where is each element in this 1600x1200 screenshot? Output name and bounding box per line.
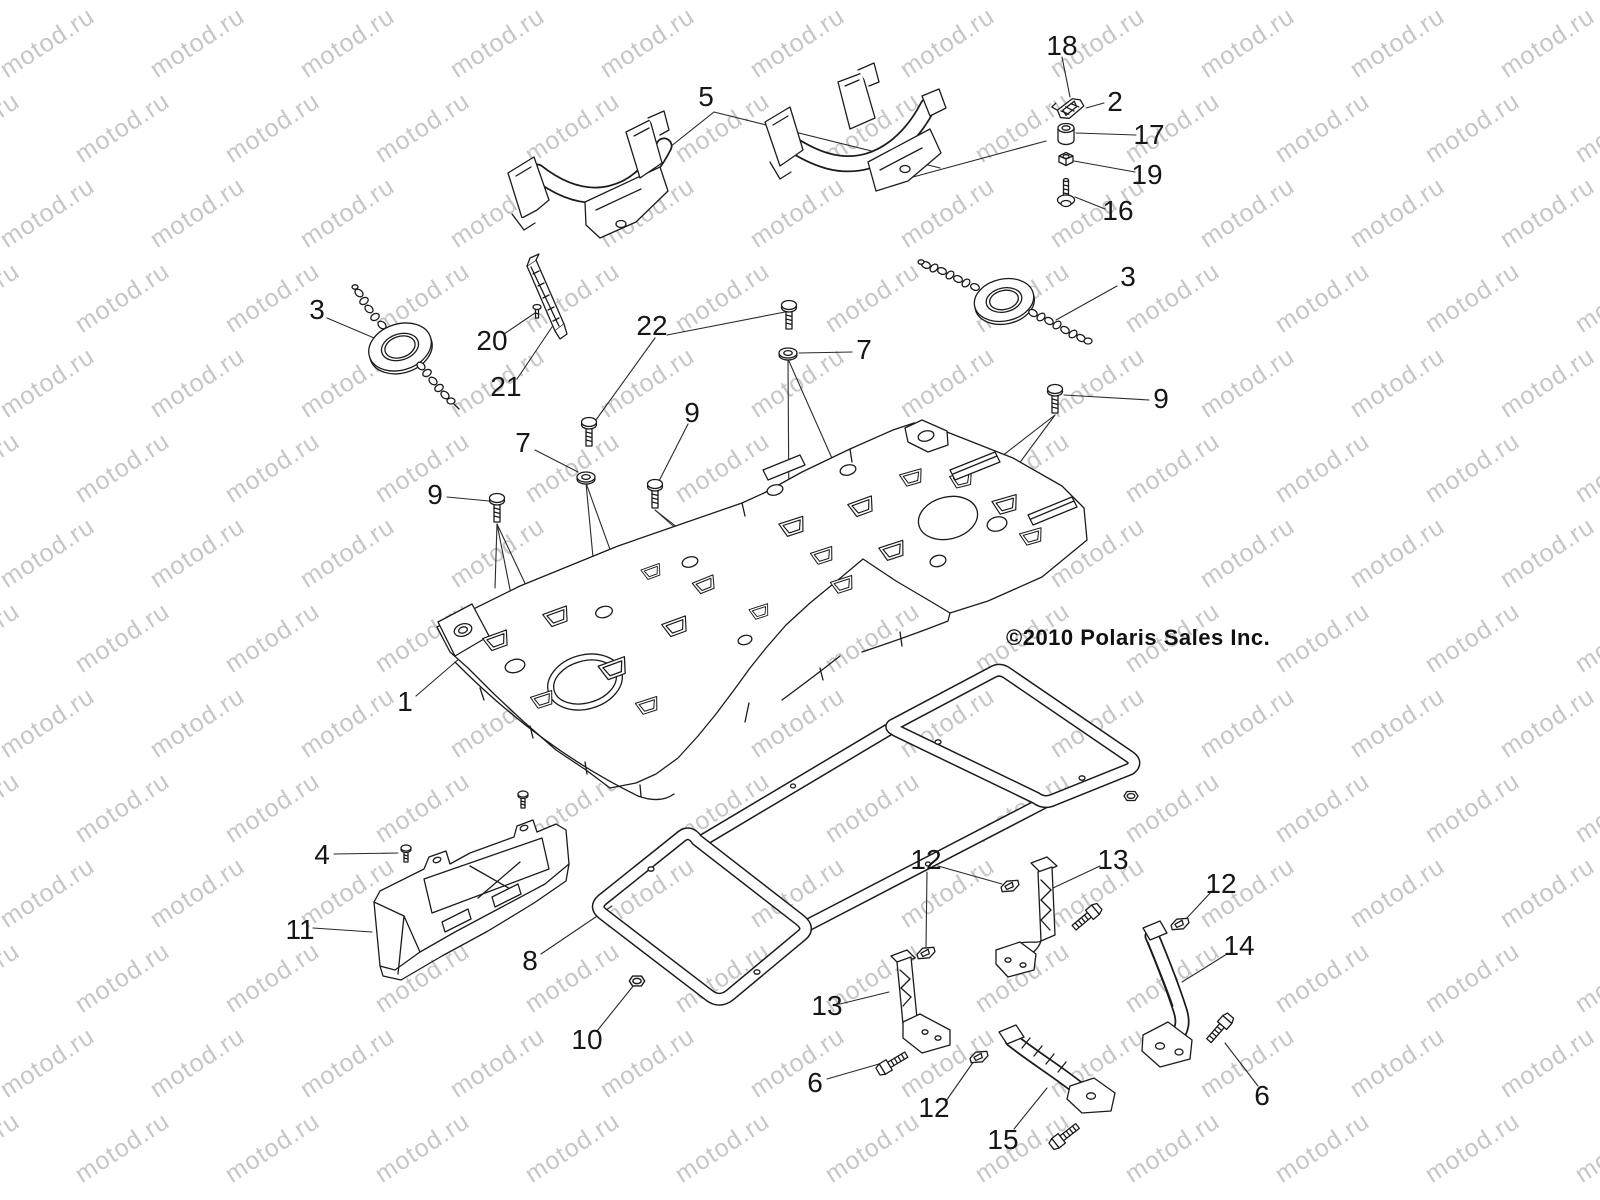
callout-label-16: 16 bbox=[1102, 195, 1134, 226]
part-frame-8 bbox=[591, 663, 1141, 1006]
callout-label-5: 5 bbox=[698, 81, 714, 112]
part-bracket-15 bbox=[998, 1024, 1116, 1114]
part-bracket-5-right bbox=[764, 62, 947, 192]
callout-label-9: 9 bbox=[427, 479, 443, 510]
callout-label-9: 9 bbox=[684, 397, 700, 428]
part-strap-3-left bbox=[351, 284, 460, 410]
callout-label-22: 22 bbox=[636, 310, 668, 341]
callout-label-11: 11 bbox=[285, 914, 315, 945]
callout-label-9: 9 bbox=[1153, 383, 1169, 414]
part-bracket-13-left bbox=[890, 949, 951, 1054]
callout-label-12: 12 bbox=[910, 844, 942, 875]
callout-label-12: 12 bbox=[1205, 868, 1237, 899]
callout-label-3: 3 bbox=[1120, 261, 1136, 292]
callout-label-7: 7 bbox=[856, 334, 872, 365]
part-rack-1 bbox=[436, 419, 1088, 801]
callout-label-20: 20 bbox=[476, 325, 508, 356]
callout-label-2: 2 bbox=[1107, 86, 1123, 117]
callout-label-8: 8 bbox=[522, 945, 538, 976]
callout-label-1: 1 bbox=[397, 686, 413, 717]
callout-label-13: 13 bbox=[811, 990, 843, 1021]
part-clip-2 bbox=[1051, 98, 1085, 119]
callout-label-4: 4 bbox=[314, 839, 330, 870]
part-bracket-14 bbox=[1141, 920, 1193, 1068]
callout-label-10: 10 bbox=[571, 1024, 603, 1055]
part-nut-19 bbox=[1058, 151, 1074, 167]
callout-label-6: 6 bbox=[807, 1067, 823, 1098]
callout-label-12: 12 bbox=[918, 1092, 950, 1123]
screw-20 bbox=[532, 303, 542, 319]
callout-label-17: 17 bbox=[1133, 119, 1165, 150]
copyright-text: ©2010 Polaris Sales Inc. bbox=[1006, 625, 1271, 650]
callout-label-14: 14 bbox=[1223, 930, 1255, 961]
callout-label-7: 7 bbox=[515, 427, 531, 458]
callout-label-21: 21 bbox=[490, 371, 522, 402]
callout-label-18: 18 bbox=[1046, 30, 1078, 61]
callout-label-6: 6 bbox=[1254, 1080, 1270, 1111]
part-bracket-13-right bbox=[995, 856, 1058, 978]
callout-label-3: 3 bbox=[309, 294, 325, 325]
callout-label-13: 13 bbox=[1097, 844, 1129, 875]
part-bushing-17 bbox=[1057, 122, 1075, 146]
part-strap-3-right bbox=[917, 259, 1093, 345]
part-bolt-16 bbox=[1056, 177, 1076, 208]
callout-label-19: 19 bbox=[1131, 159, 1163, 190]
part-bracket-5-left bbox=[507, 110, 673, 239]
part-bracket-21 bbox=[526, 253, 568, 340]
callout-label-15: 15 bbox=[987, 1124, 1019, 1155]
part-panel-11 bbox=[373, 819, 570, 981]
